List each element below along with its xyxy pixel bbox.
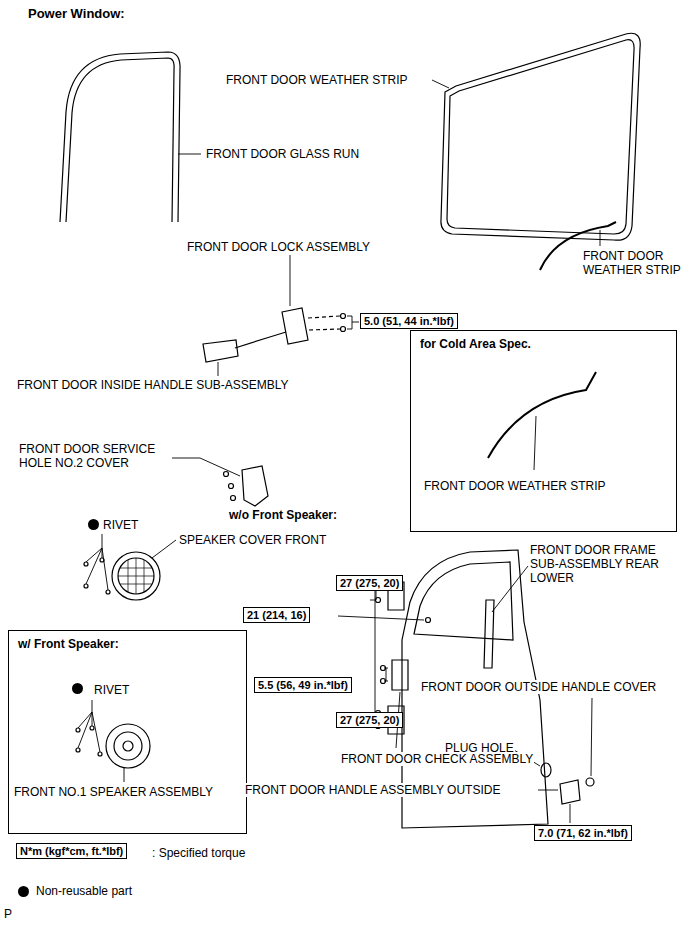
leader-line bbox=[534, 416, 536, 470]
screw bbox=[341, 314, 346, 319]
torque-leader bbox=[338, 616, 424, 620]
non-reusable-symbol bbox=[18, 886, 29, 897]
panel-heading: for Cold Area Spec. bbox=[419, 337, 532, 351]
service-hole-cover bbox=[242, 466, 268, 506]
torque-value: N*m (kgf*cm, ft.*lbf) bbox=[20, 845, 123, 857]
torque-spec: 21 (214, 16) bbox=[243, 607, 310, 623]
leader-line bbox=[218, 362, 219, 376]
variant-heading: w/o Front Speaker: bbox=[228, 508, 338, 522]
rivet bbox=[84, 562, 88, 566]
speaker-grille bbox=[118, 558, 154, 594]
torque-bracket bbox=[384, 668, 388, 681]
torque-value: 5.5 (56, 49 in.*lbf) bbox=[258, 679, 348, 691]
variant-panel: w/ Front Speaker: RIVET FRONT NO.1 SPEAKER… bbox=[8, 630, 247, 834]
leader-line bbox=[290, 255, 291, 306]
diagram-title: Power Window: bbox=[28, 6, 125, 21]
torque-leader bbox=[347, 316, 359, 329]
leader-line bbox=[538, 790, 558, 791]
part-label: FRONT DOOR INSIDE HANDLE SUB-ASSEMBLY bbox=[16, 378, 290, 392]
part-label: FRONT DOOR LOCK ASSEMBLY bbox=[186, 240, 371, 254]
part-label: FRONT DOOR CHECK ASSEMBLY bbox=[340, 752, 534, 766]
screw-axis bbox=[308, 316, 340, 330]
rivet bbox=[76, 728, 80, 732]
part-label: FRONT DOOR WEATHER STRIP bbox=[225, 73, 409, 87]
part-name: RIVET bbox=[93, 683, 130, 697]
rivet bbox=[100, 558, 104, 562]
rivet bbox=[106, 590, 110, 594]
screw bbox=[231, 496, 236, 501]
weather-strip-cold bbox=[488, 372, 596, 458]
torque-spec: 5.0 (51, 44 in.*lbf) bbox=[360, 313, 458, 329]
screw bbox=[341, 327, 346, 332]
torque-spec: 7.0 (71, 62 in.*lbf) bbox=[534, 825, 632, 841]
torque-value: 27 (275, 20) bbox=[340, 714, 399, 726]
torque-spec: 27 (275, 20) bbox=[336, 712, 403, 728]
lock-cable bbox=[235, 332, 286, 348]
legend-text: Non-reusable part bbox=[36, 884, 132, 898]
part-label: FRONT DOOR GLASS RUN bbox=[205, 147, 360, 161]
legend-text: : Specified torque bbox=[152, 846, 245, 860]
screw bbox=[224, 472, 229, 477]
leader-line bbox=[492, 566, 528, 612]
leader-line bbox=[591, 698, 592, 776]
glass-run-inner bbox=[66, 58, 174, 222]
part-label: P bbox=[3, 907, 13, 921]
plug-hole bbox=[541, 763, 551, 777]
part-label: RIVET bbox=[102, 518, 139, 532]
non-reusable-symbol bbox=[88, 519, 99, 530]
part-label: FRONT DOOR WEATHER STRIP bbox=[582, 249, 686, 277]
torque-leader bbox=[570, 804, 571, 823]
leader-line bbox=[172, 458, 240, 476]
torque-value: 27 (275, 20) bbox=[340, 577, 399, 589]
weather-strip-inner bbox=[447, 40, 634, 234]
speaker-cover bbox=[112, 552, 160, 600]
variant-panel: for Cold Area Spec. FRONT DOOR WEATHER ST… bbox=[410, 330, 677, 532]
speaker bbox=[106, 724, 150, 768]
part-label: FRONT DOOR SERVICE HOLE NO.2 COVER bbox=[18, 442, 170, 470]
rivet-bracket bbox=[86, 534, 108, 590]
rivet bbox=[98, 752, 102, 756]
part-label: FRONT DOOR OUTSIDE HANDLE COVER bbox=[420, 680, 657, 694]
torque-spec: 5.5 (56, 49 in.*lbf) bbox=[254, 677, 352, 693]
leader-line bbox=[432, 80, 449, 88]
rivet bbox=[84, 584, 88, 588]
part-name: FRONT NO.1 SPEAKER ASSEMBLY bbox=[13, 785, 214, 799]
screw bbox=[229, 484, 234, 489]
speaker-cone bbox=[114, 732, 142, 760]
torque-value: 21 (214, 16) bbox=[247, 609, 306, 621]
torque-spec: 27 (275, 20) bbox=[336, 575, 403, 591]
part-label: SPEAKER COVER FRONT bbox=[178, 533, 327, 547]
door-check bbox=[392, 660, 408, 690]
torque-value: 5.0 (51, 44 in.*lbf) bbox=[364, 315, 454, 327]
rivet-bracket bbox=[78, 700, 100, 752]
part-name: FRONT DOOR WEATHER STRIP bbox=[423, 479, 607, 493]
torque-bracket bbox=[370, 580, 375, 726]
handle-cover bbox=[586, 778, 594, 786]
speaker-cap bbox=[123, 741, 133, 751]
rivet bbox=[90, 726, 94, 730]
inside-handle bbox=[203, 340, 238, 362]
door-window bbox=[414, 562, 513, 640]
leader-line bbox=[178, 154, 201, 155]
leader-line bbox=[124, 768, 125, 782]
part-label: FRONT DOOR HANDLE ASSEMBLY OUTSIDE bbox=[244, 783, 501, 797]
panel-heading: w/ Front Speaker: bbox=[17, 637, 120, 651]
bolt bbox=[426, 618, 431, 623]
leader-line bbox=[152, 540, 176, 558]
grille-lines bbox=[118, 558, 154, 594]
outside-handle bbox=[560, 780, 580, 804]
weather-strip bbox=[441, 33, 640, 240]
torque-value: 7.0 (71, 62 in.*lbf) bbox=[538, 827, 628, 839]
part-label: FRONT DOOR FRAME SUB-ASSEMBLY REAR LOWER bbox=[529, 543, 686, 585]
torque-spec: N*m (kgf*cm, ft.*lbf) bbox=[16, 843, 127, 859]
rivet bbox=[76, 748, 80, 752]
glass-run bbox=[60, 52, 180, 222]
door-lock bbox=[282, 308, 308, 344]
non-reusable-symbol bbox=[72, 683, 83, 694]
frame-rear-lower bbox=[484, 600, 494, 668]
leader-line bbox=[600, 230, 601, 246]
